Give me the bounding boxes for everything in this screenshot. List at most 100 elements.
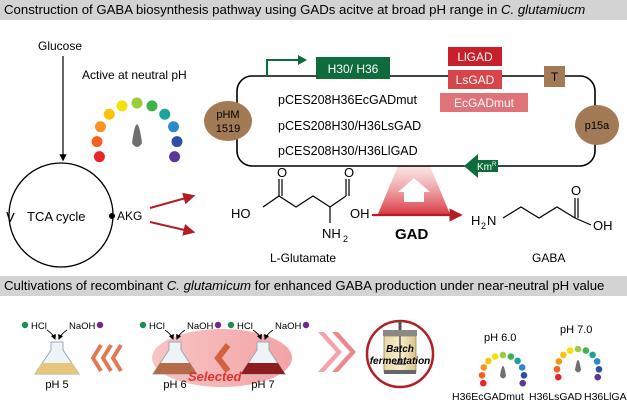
- banner-title-bottom: Cultivations of recombinant C. glutamicu…: [4, 278, 604, 293]
- glutamate-o-right: O: [344, 165, 354, 180]
- gauge-dot: [116, 100, 128, 112]
- gaba-oh: OH: [593, 218, 613, 233]
- gauge-dot: [560, 351, 567, 359]
- glutamate-oh: OH: [350, 206, 370, 221]
- construct-lsgad: pCES208H30/H36LsGAD: [278, 119, 421, 133]
- flask-ph-label: pH 7: [251, 379, 274, 391]
- gauge-dot: [589, 351, 596, 359]
- flask-ph-label: pH 5: [45, 379, 68, 391]
- gauge-dot: [553, 365, 561, 373]
- gene-label-llgad: LlGAD: [457, 50, 493, 64]
- naoh-arrow: [58, 329, 68, 341]
- gene-label-ecgadmut: EcGADmut: [454, 96, 515, 110]
- gauge-ph-6: pH 6.0: [484, 332, 516, 344]
- origin-phm-line1: pHM: [216, 109, 239, 121]
- gauge-dot: [514, 357, 521, 365]
- origin-phm1519: [204, 101, 252, 141]
- gene-box-lsgad: [448, 70, 502, 89]
- resistance-base: Km: [477, 162, 492, 173]
- gauge-dot: [159, 108, 171, 120]
- gauge-needle: [500, 366, 506, 379]
- promoter-box: [316, 57, 390, 79]
- active-neutral-label: Active at neutral pH: [82, 68, 187, 82]
- section-banner-top: Construction of GABA biosynthesis pathwa…: [0, 0, 627, 20]
- bioreactor-icon: [365, 319, 435, 389]
- gauge-icon-ph7: [553, 345, 603, 381]
- hcl-arrow: [46, 329, 56, 341]
- gauge-dot: [520, 371, 528, 379]
- gene-box-llgad: [448, 47, 502, 66]
- reagent-naoh-label: NaOH: [275, 321, 302, 332]
- terminator-label: T: [551, 70, 559, 84]
- section-banner-bottom: Cultivations of recombinant C. glutamicu…: [0, 276, 627, 296]
- double-arrow-icon: [90, 343, 123, 373]
- gad-label: GAD: [395, 226, 429, 243]
- flask-liquid: [35, 363, 79, 374]
- strain-ecgadmut: H36EcGADmut: [452, 391, 524, 403]
- gauge-dot: [594, 373, 602, 381]
- akg-arrow-upper: [149, 192, 196, 209]
- naoh-dot: [214, 321, 222, 329]
- flask-liquid: [241, 363, 285, 374]
- hcl-dot: [139, 321, 147, 329]
- gene-label-lsgad: LsGAD: [456, 73, 495, 87]
- gauge-dot: [574, 345, 582, 353]
- arrow-right-icon: [318, 332, 342, 372]
- gauge-dot: [103, 108, 115, 120]
- gauge-dot: [554, 373, 562, 381]
- hcl-dot: [227, 321, 235, 329]
- gauge-dot: [478, 371, 486, 379]
- origin-phm-line2: 1519: [216, 123, 240, 135]
- tca-cycle-label: TCA cycle: [27, 209, 86, 224]
- strain-llgad: H36LlGAD: [584, 391, 627, 403]
- gaba-h: H: [471, 213, 480, 228]
- banner-title-top: Construction of GABA biosynthesis pathwa…: [4, 2, 585, 17]
- gauge-dot: [168, 121, 180, 133]
- naoh-dot: [96, 321, 104, 329]
- gauge-dot: [595, 365, 603, 373]
- gauge-dot: [480, 364, 488, 371]
- banner-bottom-species: C. glutamicum: [166, 278, 252, 293]
- origin-p15a: [575, 105, 619, 145]
- glucose-label: Glucose: [38, 39, 82, 53]
- resistance-label: KmR: [477, 162, 497, 173]
- naoh-dot: [302, 321, 310, 329]
- hcl-dot: [21, 321, 29, 329]
- reagent-hcl-label: HCl: [149, 321, 165, 332]
- glutamate-nh-sub: 2: [343, 234, 348, 244]
- gauge-dot: [485, 357, 492, 365]
- gauge-icon: [91, 97, 183, 163]
- up-arrow-icon: [398, 178, 430, 202]
- flask-liquid: [153, 363, 197, 374]
- glutamate-ho: HO: [231, 206, 251, 221]
- akg-label: AKG: [117, 209, 142, 223]
- terminator-box: [544, 66, 565, 87]
- origin-p15a-label: p15a: [585, 120, 610, 132]
- promoter-label: H30/ H36: [328, 62, 379, 76]
- gauge-dot: [518, 364, 526, 371]
- gauge-dot: [91, 136, 103, 148]
- promoter-arrow-icon: [298, 55, 307, 65]
- glutamate-o-left: O: [277, 165, 287, 180]
- gaba-structure: [502, 198, 592, 226]
- banner-bottom-suffix: for enhanced GABA production under near-…: [251, 278, 605, 293]
- reagent-hcl-label: HCl: [237, 321, 253, 332]
- selected-label: Selected: [188, 369, 243, 384]
- arrow-right-icon-2: [332, 332, 356, 372]
- gauge-dot: [94, 121, 106, 133]
- gauge-dot: [566, 347, 574, 354]
- reactor-label-line2: fermentation: [370, 356, 431, 367]
- gauge-dot: [146, 100, 158, 112]
- gauge-dot: [131, 97, 143, 109]
- gauge-dot: [479, 379, 487, 387]
- gauge-dot: [93, 151, 105, 163]
- gauge-dot: [555, 358, 563, 365]
- gauge-dot: [507, 353, 515, 360]
- gauge-dot: [491, 353, 499, 360]
- gaba-o: O: [571, 183, 581, 198]
- reagent-naoh-label: NaOH: [69, 321, 96, 332]
- akg-dot: [109, 213, 115, 219]
- promoter-arrow-line: [266, 59, 300, 76]
